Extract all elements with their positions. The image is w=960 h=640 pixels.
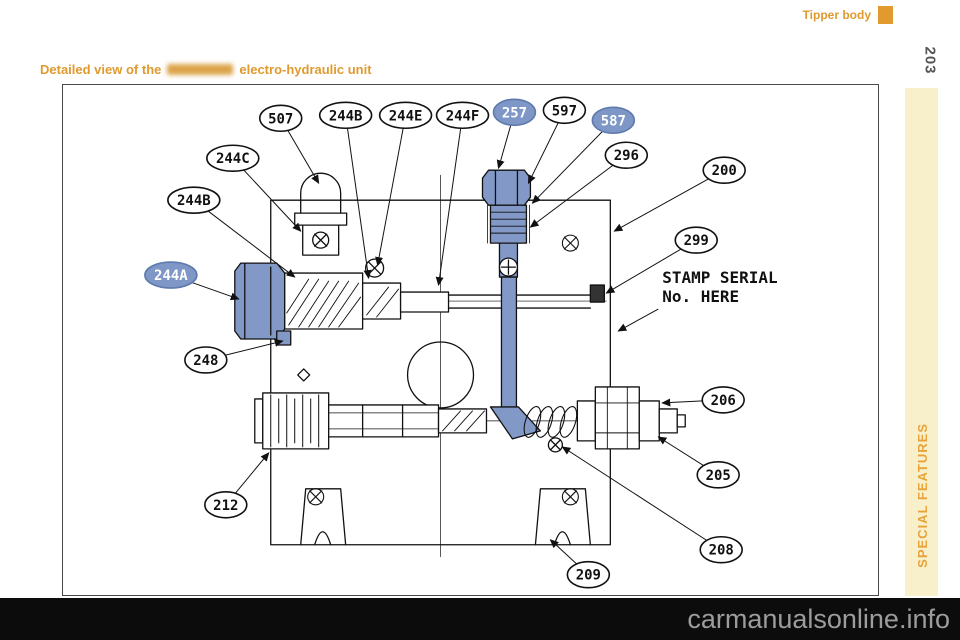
callout-205: 205 (696, 461, 740, 489)
bottom-valve-assembly (254, 386, 686, 453)
leader-line-587-6 (531, 119, 614, 204)
leader-line-244B-1 (345, 115, 372, 280)
callout-244B: 244B (318, 101, 373, 130)
figure-title-prefix: Detailed view of the (40, 62, 162, 77)
leader-line-296-8 (529, 154, 627, 228)
page-number: 203 (921, 46, 939, 75)
callout-587: 587 (591, 106, 636, 135)
leader-line-200-9 (613, 169, 725, 232)
leader-line-208-17 (561, 446, 722, 551)
svg-text:587: 587 (601, 113, 626, 129)
section-label: Tipper body (802, 8, 871, 22)
page-header: Tipper body (803, 6, 893, 24)
watermark-bar: carmanualsonline.info (0, 598, 960, 640)
figure-title-suffix: electro-hydraulic unit (239, 62, 372, 77)
svg-text:296: 296 (614, 148, 639, 164)
unit-line-art (234, 169, 686, 558)
callout-244F: 244F (435, 101, 490, 130)
svg-text:257: 257 (502, 105, 527, 121)
part-callouts: 507 244B 244E 244F 257 597 587 244C 296 200 244B 29… (144, 96, 746, 589)
callout-244B: 244B (167, 186, 221, 214)
svg-text:244E: 244E (389, 108, 423, 124)
callout-248: 248 (184, 346, 228, 374)
callout-206: 206 (701, 386, 745, 414)
left-plunger-assembly (234, 258, 605, 346)
svg-text:209: 209 (576, 568, 601, 584)
callout-299: 299 (674, 226, 718, 254)
svg-text:244C: 244C (216, 151, 250, 167)
callout-507: 507 (258, 104, 303, 133)
callout-244C: 244C (206, 144, 260, 173)
svg-text:244F: 244F (446, 108, 480, 124)
stamp-arrow (617, 308, 659, 332)
callout-200: 200 (702, 156, 746, 184)
mounting-feet (300, 488, 592, 546)
header-accent-block (878, 6, 893, 24)
svg-text:200: 200 (712, 163, 737, 179)
svg-text:206: 206 (711, 393, 736, 409)
title-redacted-smudge (167, 64, 234, 75)
callout-296: 296 (604, 141, 649, 170)
figure-title: Detailed view of the electro-hydraulic u… (40, 62, 372, 77)
callout-212: 212 (204, 491, 248, 519)
leader-line-244F-3 (435, 115, 464, 287)
callout-209: 209 (566, 560, 611, 589)
svg-text:244B: 244B (177, 193, 211, 209)
svg-text:244A: 244A (154, 268, 188, 284)
svg-text:597: 597 (552, 103, 577, 119)
leader-line-244B-10 (193, 199, 296, 278)
stamp-note-line-2: No. HERE (662, 287, 739, 306)
svg-text:507: 507 (268, 111, 293, 127)
breather-fitting (294, 172, 348, 256)
callout-244E: 244E (378, 101, 433, 130)
svg-text:205: 205 (706, 468, 731, 484)
callout-257: 257 (492, 98, 537, 127)
callout-208: 208 (699, 535, 743, 564)
svg-text:244B: 244B (329, 108, 363, 124)
svg-text:212: 212 (213, 498, 238, 514)
callout-244A: 244A (144, 261, 198, 289)
svg-text:299: 299 (684, 233, 709, 249)
sidebar-band: SPECIAL FEATURES (905, 88, 938, 596)
svg-text:208: 208 (709, 543, 734, 559)
sidebar-section-label: SPECIAL FEATURES (915, 423, 930, 568)
svg-text:248: 248 (193, 353, 218, 369)
stamp-note-line-1: STAMP SERIAL (662, 268, 777, 287)
watermark-text: carmanualsonline.info (687, 603, 950, 634)
leader-line-244E-2 (375, 115, 407, 267)
callout-597: 597 (542, 96, 587, 125)
top-bolt-assembly (481, 169, 542, 440)
spring-coils (523, 405, 578, 438)
